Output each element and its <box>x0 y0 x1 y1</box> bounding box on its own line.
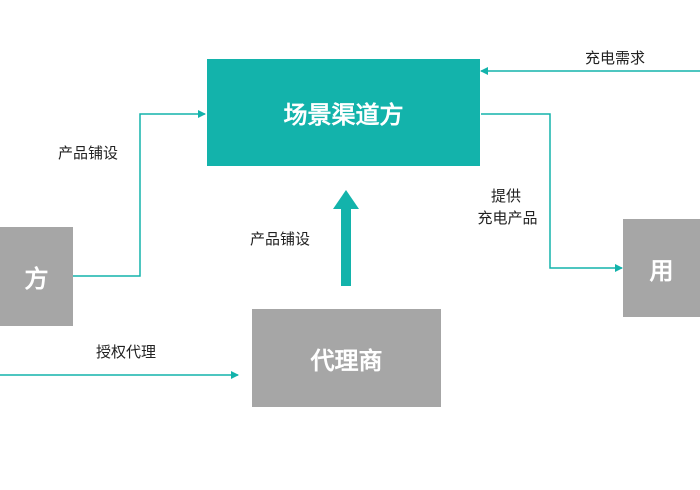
provide-product-label-line-1: 提供 <box>490 187 521 205</box>
right-partial-node-label: 用 <box>649 256 674 285</box>
charging-demand-label: 充电需求 <box>585 49 646 67</box>
provide-product-connector <box>481 113 623 272</box>
provide-product-label-line-2: 充电产品 <box>477 209 538 227</box>
product-rollout-center-label: 产品铺设 <box>250 230 311 248</box>
agent-node-label: 代理商 <box>310 346 383 375</box>
right-partial-node: 用 <box>623 219 700 317</box>
scene-channel-node: 场景渠道方 <box>207 59 480 166</box>
product-rollout-left-connector <box>73 110 206 277</box>
product-rollout-left-label: 产品铺设 <box>58 144 119 162</box>
authorized-agency-label: 授权代理 <box>96 343 157 361</box>
left-partial-node: 方 <box>0 227 73 326</box>
agent-node: 代理商 <box>252 309 441 407</box>
center-up-arrow <box>333 190 359 286</box>
scene-channel-node-label: 场景渠道方 <box>283 101 404 129</box>
left-partial-node-label: 方 <box>24 265 49 293</box>
